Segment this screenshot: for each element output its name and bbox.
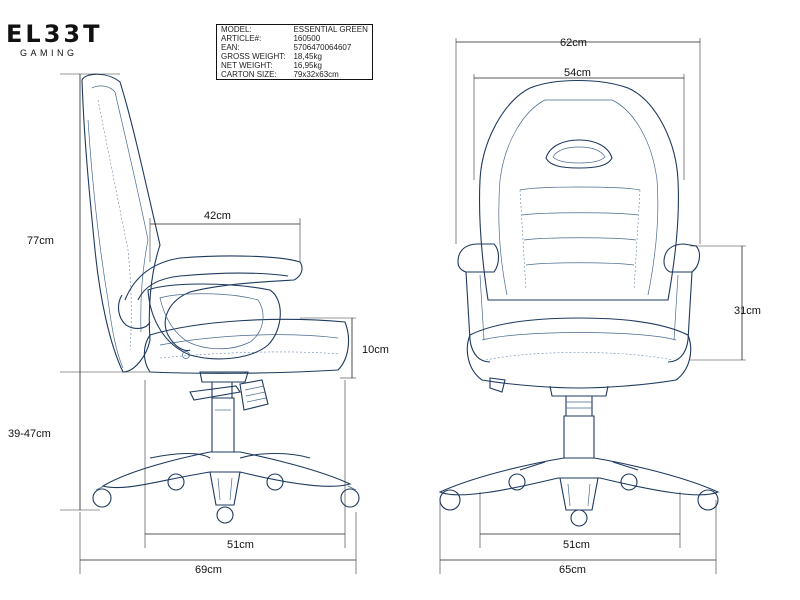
spec-key: MODEL:	[221, 25, 252, 34]
spec-row: CARTON SIZE: 79x32x63cm	[217, 70, 373, 80]
dim-seat-thickness: 10cm	[362, 344, 389, 356]
dim-base-front: 51cm	[563, 539, 590, 551]
dim-base-side: 51cm	[227, 539, 254, 551]
spec-value: 18,45kg	[293, 52, 322, 61]
brand-subtitle: GAMING	[20, 48, 78, 58]
spec-row: NET WEIGHT: 16,95kg	[217, 61, 373, 70]
side-view-chair	[81, 73, 360, 524]
spec-value: 16,95kg	[293, 61, 322, 70]
spec-row: MODEL: ESSENTIAL GREEN	[217, 25, 373, 35]
spec-key: CARTON SIZE:	[221, 70, 277, 79]
spec-row: ARTICLE#: 160500	[217, 34, 373, 43]
dim-backrest-height: 77cm	[27, 235, 54, 247]
brand-name: EL33T	[6, 20, 103, 48]
spec-key: EAN:	[221, 43, 240, 52]
spec-key: GROSS WEIGHT:	[221, 52, 286, 61]
spec-key: NET WEIGHT:	[221, 61, 273, 70]
dim-armrest-height: 31cm	[734, 305, 761, 317]
dim-seat-height: 39-47cm	[8, 428, 51, 440]
brand-logo: EL33T GAMING	[6, 22, 102, 58]
spec-key: ARTICLE#:	[221, 34, 262, 43]
spec-table: MODEL: ESSENTIAL GREEN ARTICLE#: 160500 EA…	[216, 24, 373, 80]
spec-row: GROSS WEIGHT: 18,45kg	[217, 52, 373, 61]
dim-overall-depth: 69cm	[195, 564, 222, 576]
dim-overall-width: 62cm	[560, 37, 587, 49]
spec-value: 5706470064607	[293, 43, 352, 52]
dim-back-width: 54cm	[564, 67, 591, 79]
dim-overall-width-base: 65cm	[559, 564, 586, 576]
dim-armrest-depth: 42cm	[204, 210, 231, 222]
spec-value: ESSENTIAL GREEN	[293, 25, 368, 34]
dimension-lines	[60, 38, 746, 574]
spec-value: 79x32x63cm	[293, 70, 339, 79]
spec-row: EAN: 5706470064607	[217, 43, 373, 52]
spec-value: 160500	[293, 34, 321, 43]
front-view-chair	[438, 80, 720, 527]
